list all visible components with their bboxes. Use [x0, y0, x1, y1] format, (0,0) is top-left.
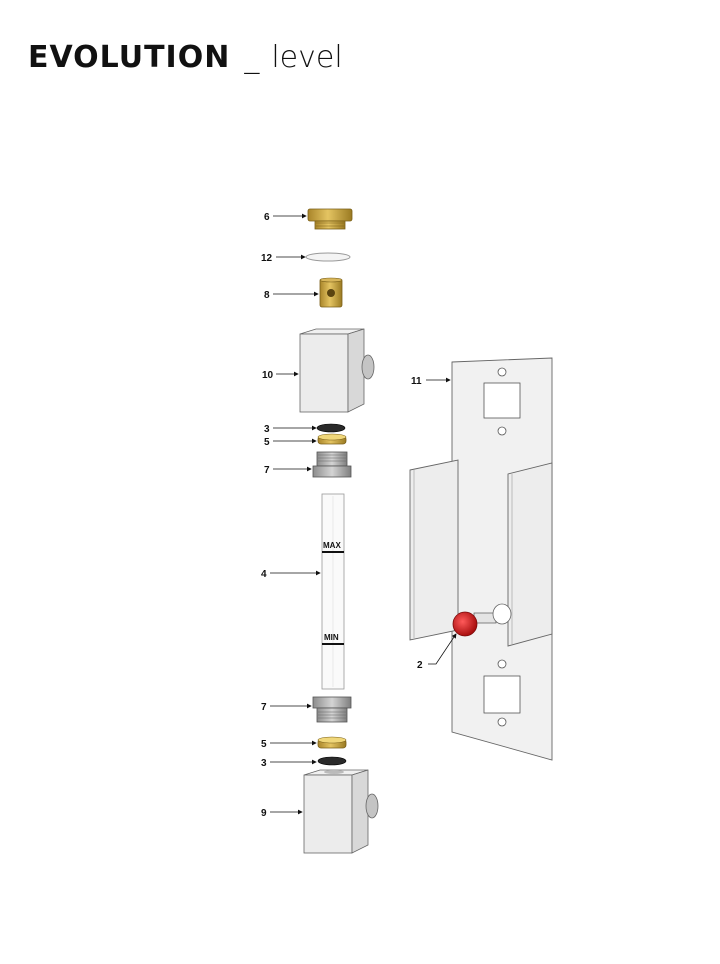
callout-leaders: [270, 213, 457, 815]
callout-7-bottom: 7: [261, 702, 267, 713]
part-10-upper-block: [299, 328, 375, 413]
callout-3-bottom: 3: [261, 758, 267, 769]
part-12-washer: [305, 252, 351, 262]
part-3-oring-top: [316, 423, 346, 433]
part-5-brass-ring-top: [317, 433, 347, 445]
callout-9: 9: [261, 808, 267, 819]
callout-8: 8: [264, 290, 270, 301]
callout-5-top: 5: [264, 437, 270, 448]
callout-6: 6: [264, 212, 270, 223]
part-7-fitting-bottom: [312, 696, 352, 723]
callout-2: 2: [417, 660, 423, 671]
callout-3-top: 3: [264, 424, 270, 435]
callout-11: 11: [411, 376, 422, 387]
part-6-hex-plug: [307, 208, 353, 230]
callout-12: 12: [261, 253, 273, 264]
part-7-fitting-top: [312, 451, 352, 478]
part-4-glass-tube: [321, 493, 345, 690]
title-brand: EVOLUTION: [28, 40, 231, 75]
callout-4: 4: [261, 569, 267, 580]
part-5-brass-ring-bottom: [317, 736, 347, 749]
part-3-oring-bottom: [317, 756, 347, 766]
tube-max-label: MAX: [323, 541, 341, 550]
callout-7-top: 7: [264, 465, 270, 476]
callout-5-bottom: 5: [261, 739, 267, 750]
page-title: EVOLUTION _ level: [28, 40, 343, 84]
part-2-red-knob: [452, 603, 512, 637]
title-subtitle: level: [271, 40, 343, 75]
callout-10: 10: [262, 370, 274, 381]
tube-min-label: MIN: [324, 633, 339, 642]
part-11-mounting-bracket: [409, 357, 553, 761]
part-9-lower-block: [303, 769, 379, 854]
part-8-brass-sleeve: [319, 277, 343, 308]
title-separator: _: [244, 40, 260, 75]
